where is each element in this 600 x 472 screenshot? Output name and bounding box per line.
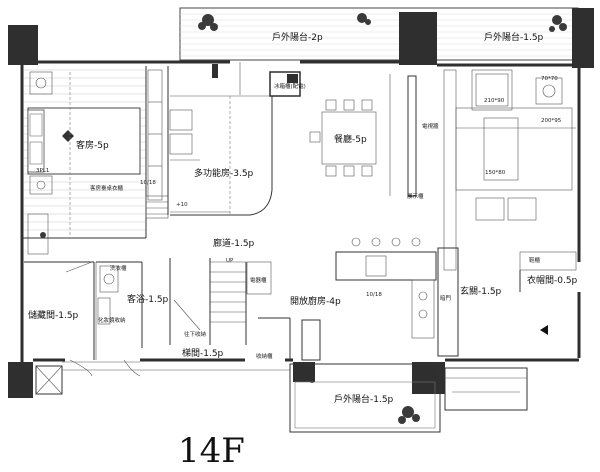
note-text: 洗衣櫃 <box>110 264 127 272</box>
note-text: 電視牆 <box>422 122 439 130</box>
note-text: 展示櫃 <box>407 192 424 200</box>
room-label: 廊道-1.5p <box>213 237 255 249</box>
plant-icon <box>40 13 567 424</box>
exterior-walls <box>20 60 581 362</box>
room-label: 戶外陽台-2p <box>272 31 323 43</box>
note-text: 200*95 <box>541 118 562 124</box>
room-label: 餐廳-5p <box>334 133 367 145</box>
room-label: 戶外陽台-1.5p <box>484 31 544 43</box>
note-text: 電器櫃 <box>250 276 267 284</box>
terrace-bottom-box <box>289 363 441 433</box>
nightstand <box>29 71 53 95</box>
guest-bed <box>27 107 141 175</box>
living-furniture <box>443 69 576 271</box>
terrace-top-band <box>179 7 579 61</box>
room-label: 戶外陽台-1.5p <box>334 393 394 405</box>
entry-arrow-icon <box>540 325 548 335</box>
storage-bath <box>24 261 143 360</box>
note-text: 70*70 <box>541 76 558 82</box>
note-text: 鞋櫃 <box>529 256 541 264</box>
room-label: 儲藏間-1.5p <box>28 309 79 321</box>
note-text: 10/18 <box>140 180 156 186</box>
display-cabinet <box>407 75 417 197</box>
note-text: 150*80 <box>485 170 506 176</box>
note-text: 210*90 <box>484 98 505 104</box>
stair <box>169 258 247 345</box>
note-text: 暗門 <box>440 294 452 302</box>
note-text: +10 <box>176 202 188 208</box>
note-text: UP <box>226 258 234 264</box>
room-label: 衣帽間-0.5p <box>527 274 578 286</box>
dining-table <box>309 99 377 177</box>
note-text: 化妝鏡收納 <box>98 316 126 324</box>
note-text: 收納櫃 <box>256 352 273 360</box>
multi-room-walls <box>167 62 273 216</box>
floor-label: 14F <box>178 431 245 471</box>
room-label: 多功能房-3.5p <box>194 167 254 179</box>
note-text: 客房臺桌衣櫃 <box>90 184 124 192</box>
kitchen-island <box>335 237 459 357</box>
wardrobe <box>147 69 163 201</box>
note-text: 冰箱櫃(配電) <box>274 82 306 90</box>
room-label: 開放廚房-4p <box>290 295 341 307</box>
room-label: 客房-5p <box>76 139 109 151</box>
guest-desk <box>27 213 49 255</box>
room-label: 梯間-1.5p <box>182 347 224 359</box>
room-label: 玄關-1.5p <box>460 285 502 297</box>
note-text: 3PL1 <box>36 168 49 174</box>
room-label: 客浴-1.5p <box>127 293 169 305</box>
note-text: 10/18 <box>366 292 382 298</box>
shoe-cabinet <box>519 251 577 271</box>
note-text: 往下收納 <box>184 330 207 338</box>
